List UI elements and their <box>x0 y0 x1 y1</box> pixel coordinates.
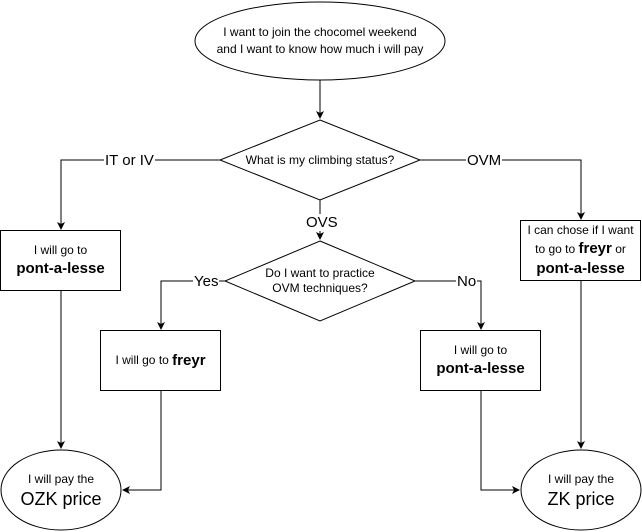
box-right-bold-freyr: freyr <box>578 240 612 257</box>
decision-diamond-ovm-techniques <box>223 240 417 322</box>
edge-label-yes: Yes <box>193 273 220 290</box>
box-right-post: or <box>611 242 626 256</box>
end-node-zk: I will pay the ZK price <box>521 455 641 525</box>
end-node-ozk: I will pay the OZK price <box>1 455 121 525</box>
end-ellipse-ozk <box>0 449 122 531</box>
end-right-small: I will pay the <box>547 471 615 486</box>
decision2-line-2: OVM techniques? <box>272 281 368 295</box>
edge-pal-to-zk <box>480 390 520 494</box>
end-ellipse-zk <box>520 449 642 531</box>
decision2-line-1: Do I want to practice <box>265 266 375 280</box>
end-right-big: ZK price <box>547 488 615 509</box>
box-right-line-2: to go to freyr or <box>535 239 626 259</box>
edge-label-ovs: OVS <box>305 214 339 231</box>
decision2-node: Do I want to practice OVM techniques? <box>240 263 400 299</box>
edge-freyr-to-ozk <box>122 390 162 494</box>
box-freyr-bold: freyr <box>172 351 206 369</box>
start-line-1: I want to join the chocomel weekend <box>223 25 417 39</box>
start-node: I want to join the chocomel weekend and … <box>195 2 445 80</box>
box-go-freyr: I will go to freyr <box>100 330 221 391</box>
box-freyr-small: I will go to <box>115 353 173 367</box>
box-right-line-1: I can chose if I want <box>527 223 634 237</box>
edge-label-ovm: OVM <box>466 152 503 169</box>
edge-no <box>415 280 485 330</box>
box-left-bold: pont-a-lesse <box>16 260 105 277</box>
end-left-big: OZK price <box>20 488 102 509</box>
box-go-pont-a-lesse-left: I will go to pont-a-lesse <box>0 230 121 291</box>
start-line-2: and I want to know how much i will pay <box>216 42 424 56</box>
box-go-pont-a-lesse-middle: I will go to pont-a-lesse <box>420 330 541 391</box>
edge-label-no: No <box>456 273 478 290</box>
box-right-bold-pal: pont-a-lesse <box>536 260 625 277</box>
box-pal-small: I will go to <box>453 343 508 357</box>
box-pal-bold: pont-a-lesse <box>436 360 525 377</box>
box-right-pre: to go to <box>535 242 579 256</box>
decision1-node: What is my climbing status? <box>230 145 410 175</box>
edge-label-it-iv: IT or IV <box>104 152 155 169</box>
box-choose-freyr-or-pont-a-lesse: I can chose if I want to go to freyr or … <box>520 220 641 281</box>
edge-it-iv <box>57 159 220 230</box>
decision1-text: What is my climbing status? <box>245 152 395 167</box>
box-left-small: I will go to <box>33 243 88 257</box>
end-left-small: I will pay the <box>27 471 95 486</box>
